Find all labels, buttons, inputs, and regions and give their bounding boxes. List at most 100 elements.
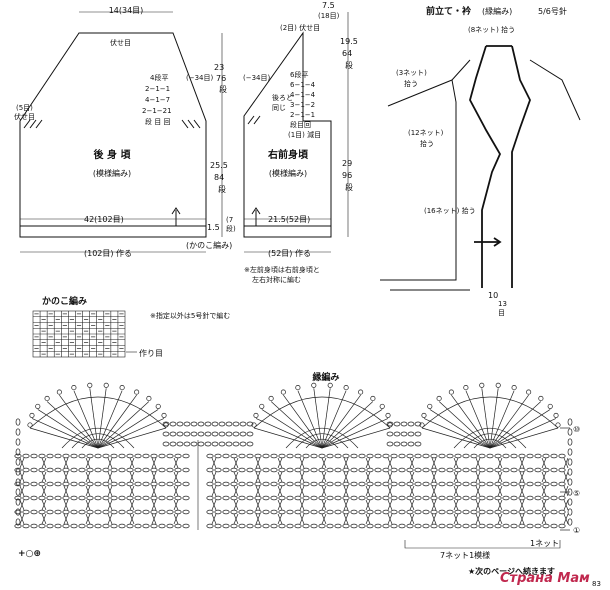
chain-stitch xyxy=(206,453,214,459)
fan-stitch xyxy=(321,388,331,449)
chain-stitch xyxy=(230,453,238,459)
chain-stitch xyxy=(326,453,334,459)
double-crochet xyxy=(107,499,113,511)
chain-stitch xyxy=(78,523,86,529)
chain-stitch xyxy=(534,453,542,459)
double-crochet xyxy=(277,499,283,511)
edge-chain xyxy=(567,518,573,526)
double-crochet xyxy=(453,471,459,483)
back-cast-on: (102目) 作る xyxy=(84,248,132,258)
chain-stitch xyxy=(86,453,94,459)
chain-stitch xyxy=(225,431,233,437)
fan-stitch xyxy=(97,401,150,449)
chain-stitch xyxy=(318,467,326,473)
picot-loop xyxy=(146,395,152,402)
double-crochet xyxy=(19,499,25,511)
chain-stitch xyxy=(342,467,350,473)
fan-stitch xyxy=(255,418,323,449)
watermark: Страна Мам xyxy=(500,571,590,586)
chain-stitch xyxy=(310,481,318,487)
chain-stitch xyxy=(246,421,254,427)
chain-stitch xyxy=(302,453,310,459)
chain-stitch xyxy=(38,523,46,529)
chain-stitch xyxy=(550,481,558,487)
picot-loop xyxy=(463,385,469,391)
double-crochet xyxy=(277,513,283,525)
double-crochet xyxy=(475,513,481,525)
double-crochet xyxy=(541,513,547,525)
chain-stitch xyxy=(398,481,406,487)
picot-loop xyxy=(495,382,501,388)
picot-loop xyxy=(155,403,161,409)
chain-stitch xyxy=(197,441,205,447)
chain-stitch xyxy=(78,453,86,459)
chain-stitch xyxy=(246,523,254,529)
chain-stitch xyxy=(278,523,286,529)
double-crochet xyxy=(129,513,135,525)
double-crochet xyxy=(541,457,547,469)
chain-stitch xyxy=(222,509,230,515)
chain-stitch xyxy=(270,523,278,529)
chain-stitch xyxy=(218,431,226,437)
chain-stitch xyxy=(350,481,358,487)
chain-stitch xyxy=(190,441,198,447)
repeat-bracket xyxy=(404,540,561,549)
back-body-title: 後 身 頃 xyxy=(94,148,132,161)
chain-stitch xyxy=(310,523,318,529)
border-label: (かのこ編み) xyxy=(186,240,232,250)
back-dec-row-2: 2−1−1 xyxy=(145,85,170,93)
chain-stitch xyxy=(446,467,454,473)
back-left-hatch xyxy=(23,119,43,129)
fan-stitch xyxy=(429,409,491,449)
chain-stitch xyxy=(386,441,394,447)
chain-stitch xyxy=(486,495,494,501)
chain-stitch xyxy=(454,523,462,529)
front-dec-side-note-1: 後ろと xyxy=(272,93,293,102)
back-top-width: 14(34目) xyxy=(109,6,144,15)
double-crochet xyxy=(453,457,459,469)
back-direction-arrow-head xyxy=(171,207,181,215)
double-crochet xyxy=(409,513,415,525)
chain-stitch xyxy=(118,467,126,473)
double-crochet xyxy=(233,471,239,483)
chain-stitch xyxy=(62,523,70,529)
double-crochet xyxy=(343,513,349,525)
dimension-column-right: 7.5 (18目) 19.5 64 段 29 96 段 xyxy=(318,1,358,237)
edge-chain xyxy=(15,488,21,496)
chain-stitch xyxy=(494,453,502,459)
picot-loop xyxy=(311,382,317,388)
chain-stitch xyxy=(86,509,94,515)
chain-stitch xyxy=(214,481,222,487)
chain-stitch xyxy=(374,467,382,473)
collar-label-2: (3ネット) xyxy=(396,69,427,77)
chain-stitch xyxy=(78,495,86,501)
dim-right-body-rows: 96 xyxy=(342,171,352,180)
chain-stitch xyxy=(182,481,190,487)
double-crochet xyxy=(409,457,415,469)
chain-stitch xyxy=(422,523,430,529)
chain-stitch xyxy=(182,453,190,459)
front-body-outline xyxy=(243,31,332,238)
chain-stitch xyxy=(204,431,212,437)
fan-stitch xyxy=(283,394,323,449)
chain-stitch xyxy=(22,523,30,529)
chain-stitch xyxy=(22,453,30,459)
chain-stitch xyxy=(262,467,270,473)
chain-stitch xyxy=(110,523,118,529)
double-crochet xyxy=(563,499,569,511)
chain-stitch xyxy=(232,421,240,427)
chain-stitch xyxy=(182,467,190,473)
chain-stitch xyxy=(406,453,414,459)
chain-stitch xyxy=(110,495,118,501)
double-crochet xyxy=(211,513,217,525)
dim-hem: 1.5 xyxy=(207,223,220,232)
collar-bottom-count-2: 13 xyxy=(498,300,507,308)
chain-stitch xyxy=(318,481,326,487)
double-crochet xyxy=(365,499,371,511)
fan-stitch xyxy=(97,394,137,449)
chain-stitch xyxy=(278,509,286,515)
double-crochet xyxy=(41,457,47,469)
chain-stitch xyxy=(270,481,278,487)
chain-stitch xyxy=(382,509,390,515)
edge-chain xyxy=(567,418,573,426)
